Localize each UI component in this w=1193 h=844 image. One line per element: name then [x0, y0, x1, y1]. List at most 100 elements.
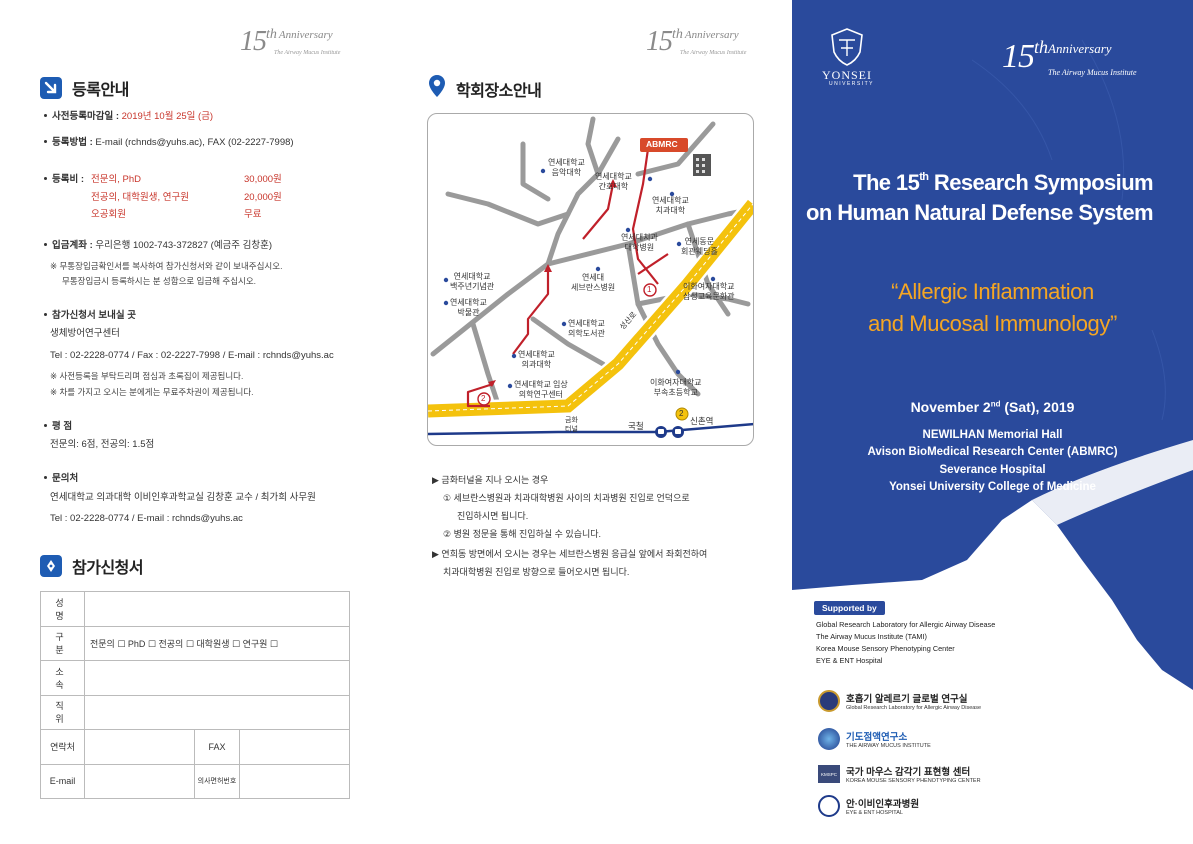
map-label-nursing: 연세대학교 간호대학: [595, 172, 632, 192]
map-label-library: 연세대학교 의학도서관: [568, 319, 605, 339]
map-label-wedding: 연세동문 회관웨딩홀: [681, 237, 718, 257]
direction-6: 치과대학병원 진입로 방향으로 들어오시면 됩니다.: [443, 567, 630, 577]
fee-amount-2: 20,000원: [244, 192, 282, 203]
direction-3: 진입하시면 됩니다.: [457, 511, 529, 521]
map-label-station: 신촌역: [690, 416, 714, 426]
direction-1: ▶ 금화터널을 지나 오시는 경우: [432, 475, 549, 485]
form-field-email[interactable]: [84, 763, 195, 799]
supported-by-badge: Supported by: [814, 601, 885, 615]
form-row-category: 구 분 전문의 ☐ PhD ☐ 전공의 ☐ 대학원생 ☐ 연구원 ☐: [40, 625, 350, 661]
form-row-affiliation: 소 속: [40, 660, 350, 696]
form-field-fax[interactable]: [239, 729, 350, 765]
application-heading: 참가신청서: [40, 554, 144, 578]
registration-heading: 등록안내: [40, 76, 129, 100]
form-field-name[interactable]: [84, 591, 350, 627]
account-note-1: ※ 무통장입금확인서를 복사하여 참가신청서와 같이 보내주십시오.: [50, 261, 283, 271]
supporters-list: Global Research Laboratory for Allergic …: [816, 620, 996, 666]
form-label-category: 구 분: [40, 625, 85, 661]
railway-line: [428, 422, 753, 436]
symposium-title: The 15th Research Symposium on Human Nat…: [806, 170, 1154, 225]
form-row-email: E-mail 의사면허번호: [40, 763, 350, 799]
form-row-name: 성 명: [40, 591, 350, 627]
send-note-2: ※ 차를 가지고 오시는 분에게는 무료주차권이 제공됩니다.: [50, 387, 254, 397]
fee-label: 등록비 :: [44, 174, 84, 186]
inquiry-person: 연세대학교 의과대학 이비인후과학교실 김창훈 교수 / 최가희 사무원: [50, 492, 316, 503]
form-label-fax: FAX: [194, 729, 240, 765]
form-label-phone: 연락처: [40, 729, 85, 765]
send-contact: Tel : 02-2228-0774 / Fax : 02-2227-7998 …: [50, 350, 334, 361]
yonsei-sub: UNIVERSITY: [829, 81, 875, 87]
venue-heading: 학회장소안내: [428, 74, 542, 103]
grl-logo-icon: [818, 690, 840, 712]
map-label-dental: 연세대학교 치과대학: [652, 196, 689, 216]
map-drawing: [428, 116, 753, 438]
yonsei-wordmark: YONSEI: [822, 68, 872, 82]
form-field-affiliation[interactable]: [84, 660, 350, 696]
map-label-medical: 연세대학교 의과대학: [518, 350, 555, 370]
form-field-position[interactable]: [84, 694, 350, 730]
cover-panel: YONSEI UNIVERSITY 15thAnniversary The Ai…: [792, 0, 1193, 844]
map-marker-2: 2: [481, 394, 486, 403]
form-label-license: 의사면허번호: [194, 763, 240, 799]
map-marker-1: 1: [647, 285, 652, 294]
fee-type-3: 오공회원: [91, 209, 126, 220]
location-pin-icon: [428, 74, 446, 103]
credit-value: 전문의: 6점, 전공의: 1.5점: [50, 439, 155, 450]
campus-map: ABMRC 연세대학교 음악대학 연세대학교 간호대학 연세대학교 치과대학 연…: [427, 113, 754, 446]
deadline-line: 사전등록마감일 : 2019년 10월 25일 (금): [44, 111, 213, 123]
map-label-music: 연세대학교 음악대학: [548, 158, 585, 178]
inquiry-label: 문의처: [44, 473, 78, 485]
send-label: 참가신청서 보내실 곳: [44, 310, 136, 322]
form-label-email: E-mail: [40, 763, 85, 799]
arrow-down-right-icon: [40, 77, 62, 99]
form-field-phone[interactable]: [84, 729, 195, 765]
direction-2: ① 세브란스병원과 치과대학병원 사이의 치과병원 진입로 언덕으로: [443, 493, 690, 503]
map-label-centennial: 연세대학교 백주년기념관: [450, 272, 495, 292]
form-label-affiliation: 소 속: [40, 660, 85, 696]
kmspc-logo-icon: KMSPC: [818, 765, 840, 783]
map-label-severance: 연세대 세브란스병원: [571, 273, 616, 293]
form-row-phone: 연락처 FAX: [40, 729, 350, 765]
map-marker-3: 2: [679, 409, 684, 418]
symposium-theme: “Allergic Inflammation and Mucosal Immun…: [868, 279, 1117, 336]
map-label-ewha-edu: 이화여자대학교 삼성교육문화관: [683, 282, 735, 302]
account-note-2: 무통장입금시 등록하시는 분 성함으로 입금해 주십시오.: [62, 276, 257, 286]
pen-nib-icon: [40, 555, 62, 577]
cover-decoration: [792, 39, 1193, 844]
form-label-position: 직 위: [40, 694, 85, 730]
fee-type-2: 전공의, 대학원생, 연구원: [91, 192, 189, 203]
method-line: 등록방법 : E-mail (rchnds@yuhs.ac), FAX (02-…: [44, 137, 294, 149]
send-note-1: ※ 사전등록을 부탁드리며 점심과 초록집이 제공됩니다.: [50, 371, 244, 381]
inquiry-contact: Tel : 02-2228-0774 / E-mail : rchnds@yuh…: [50, 513, 243, 524]
fee-amount-3: 무료: [244, 209, 262, 220]
map-label-tunnel: 금화 터널: [565, 417, 578, 434]
tami-logo-icon: [818, 728, 840, 750]
map-label-dental-hosp: 연세대치과 대학병원: [621, 233, 658, 253]
map-label-railway: 국철: [628, 421, 644, 431]
form-field-license[interactable]: [239, 763, 350, 799]
send-org: 생체방어연구센터: [50, 328, 120, 339]
map-label-clinical: 연세대학교 임상 의학연구센터: [514, 380, 568, 400]
credit-label: 평 점: [44, 421, 72, 433]
form-row-position: 직 위: [40, 694, 350, 730]
fee-amount-1: 30,000원: [244, 174, 282, 185]
form-label-name: 성 명: [40, 591, 85, 627]
routes: [466, 142, 669, 408]
direction-4: ② 병원 정문을 통해 진입하실 수 있습니다.: [443, 529, 602, 539]
account-line: 입금계좌 : 우리은행 1002-743-372827 (예금주 김창훈): [44, 240, 272, 252]
abmrc-label: ABMRC: [646, 139, 678, 149]
venue-info: NEWILHAN Memorial Hall Avison BioMedical…: [867, 429, 1118, 493]
form-field-category[interactable]: 전문의 ☐ PhD ☐ 전공의 ☐ 대학원생 ☐ 연구원 ☐: [84, 625, 350, 661]
fee-type-1: 전문의, PhD: [91, 174, 141, 185]
ent-hospital-logo-icon: [818, 795, 840, 817]
map-label-ewha-elem: 이화여자대학교 부속초등학교: [650, 378, 702, 398]
yonsei-shield-icon: [831, 28, 863, 66]
direction-5: ▶ 연희동 방면에서 오시는 경우는 세브란스병원 응급실 앞에서 좌회전하여: [432, 549, 708, 559]
